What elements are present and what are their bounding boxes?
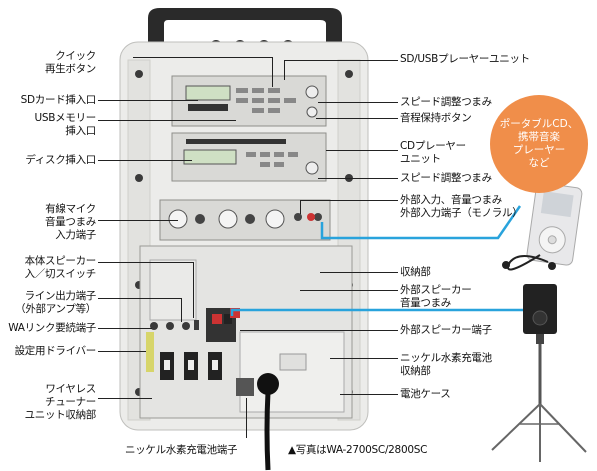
label-external-input: 外部入力、音量つまみ外部入力端子（モノラル）: [400, 194, 523, 219]
label-sd-card-slot: SDカード挿入口: [20, 94, 97, 106]
label-line-out-terminal: ライン出力端子（外部アンプ等）: [15, 290, 96, 315]
label-ext-speaker-terminal: 外部スピーカー端子: [400, 324, 492, 336]
photo-caption: ▲写真はWA-2700SC/2800SC: [288, 444, 428, 456]
label-quick-play-button: クイック再生ボタン: [45, 50, 96, 75]
label-usb-memory-slot: USBメモリー挿入口: [34, 112, 97, 137]
label-pitch-hold-button: 音程保持ボタン: [400, 112, 472, 124]
label-speaker-switch: 本体スピーカー入／切スイッチ: [24, 255, 97, 280]
label-battery-case: 電池ケース: [400, 388, 451, 400]
portable-player-bubble: ポータブルCD、 携帯音楽 プレーヤー など: [490, 95, 588, 193]
label-storage: 収納部: [400, 266, 431, 278]
label-speed-knob-2: スピード調整つまみ: [400, 172, 492, 184]
label-ext-speaker-volume: 外部スピーカー音量つまみ: [400, 284, 472, 309]
label-nimh-terminal: ニッケル水素充電池端子: [125, 444, 238, 456]
label-wa-link-terminal: WAリンク要続端子: [8, 322, 96, 334]
label-wired-mic-volume: 有線マイク音量つまみ入力端子: [45, 203, 96, 241]
label-cd-player-unit: CDプレーヤーユニット: [400, 140, 466, 165]
label-sd-usb-player-unit: SD/USBプレーヤーユニット: [400, 53, 530, 65]
label-speed-knob-1: スピード調整つまみ: [400, 96, 492, 108]
label-disc-slot: ディスク挿入口: [25, 154, 96, 166]
label-setting-driver: 設定用ドライバー: [14, 345, 97, 357]
label-wireless-tuner-bay: ワイヤレスチューナーユニット収納部: [24, 383, 97, 421]
label-nimh-bay: ニッケル水素充電池収納部: [400, 352, 492, 377]
